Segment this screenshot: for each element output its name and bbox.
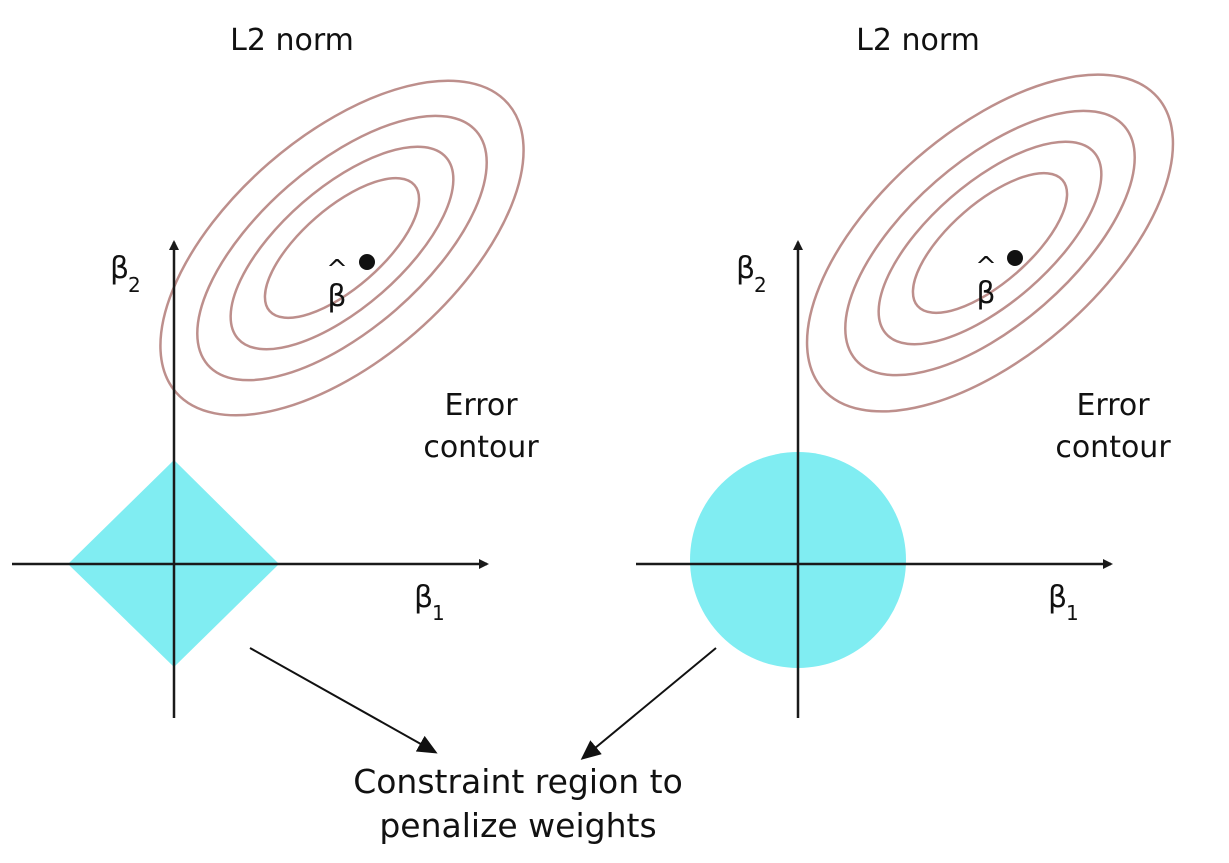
error-contour-ring xyxy=(263,176,421,320)
right-panel: L2 norm ^ β β 2 β 1 Error contour xyxy=(636,23,1175,718)
constraint-caption: Constraint region to penalize weights xyxy=(318,760,718,848)
panel-title: L2 norm xyxy=(230,23,354,58)
caption-line2: penalize weights xyxy=(379,806,657,845)
y-axis-label: β xyxy=(736,251,755,286)
contour-label-line2: contour xyxy=(423,430,539,465)
error-contour-ring xyxy=(911,171,1069,315)
error-contour-ring xyxy=(159,79,525,417)
error-contours xyxy=(159,79,525,417)
error-contours xyxy=(805,73,1175,413)
x-axis-subscript: 1 xyxy=(432,601,445,625)
contour-label-line2: contour xyxy=(1055,430,1171,465)
x-axis-subscript: 1 xyxy=(1066,601,1079,625)
contour-label-line1: Error xyxy=(444,388,518,423)
x-axis-label: β xyxy=(1048,580,1067,615)
error-contour-ring xyxy=(229,145,455,351)
estimate-label: β xyxy=(327,279,346,314)
estimate-point xyxy=(1007,250,1023,266)
error-contour-ring xyxy=(844,109,1136,377)
estimate-hat: ^ xyxy=(975,252,997,282)
estimate-hat: ^ xyxy=(326,255,348,285)
y-axis-subscript: 2 xyxy=(128,273,141,297)
x-axis-label: β xyxy=(414,580,433,615)
left-panel: L2 norm ^ β β 2 β 1 Error contour xyxy=(12,23,539,718)
pointer-arrow-right xyxy=(580,647,717,760)
caption-line1: Constraint region to xyxy=(353,762,683,801)
contour-label-line1: Error xyxy=(1076,388,1150,423)
y-axis-label: β xyxy=(110,251,129,286)
estimate-point xyxy=(359,254,375,270)
error-contour-ring xyxy=(877,140,1103,346)
pointer-arrow-left xyxy=(249,647,438,754)
error-contour-ring xyxy=(196,114,488,382)
y-axis-subscript: 2 xyxy=(754,273,767,297)
estimate-label: β xyxy=(976,276,995,311)
panel-title: L2 norm xyxy=(856,23,980,58)
error-contour-ring xyxy=(805,73,1175,413)
